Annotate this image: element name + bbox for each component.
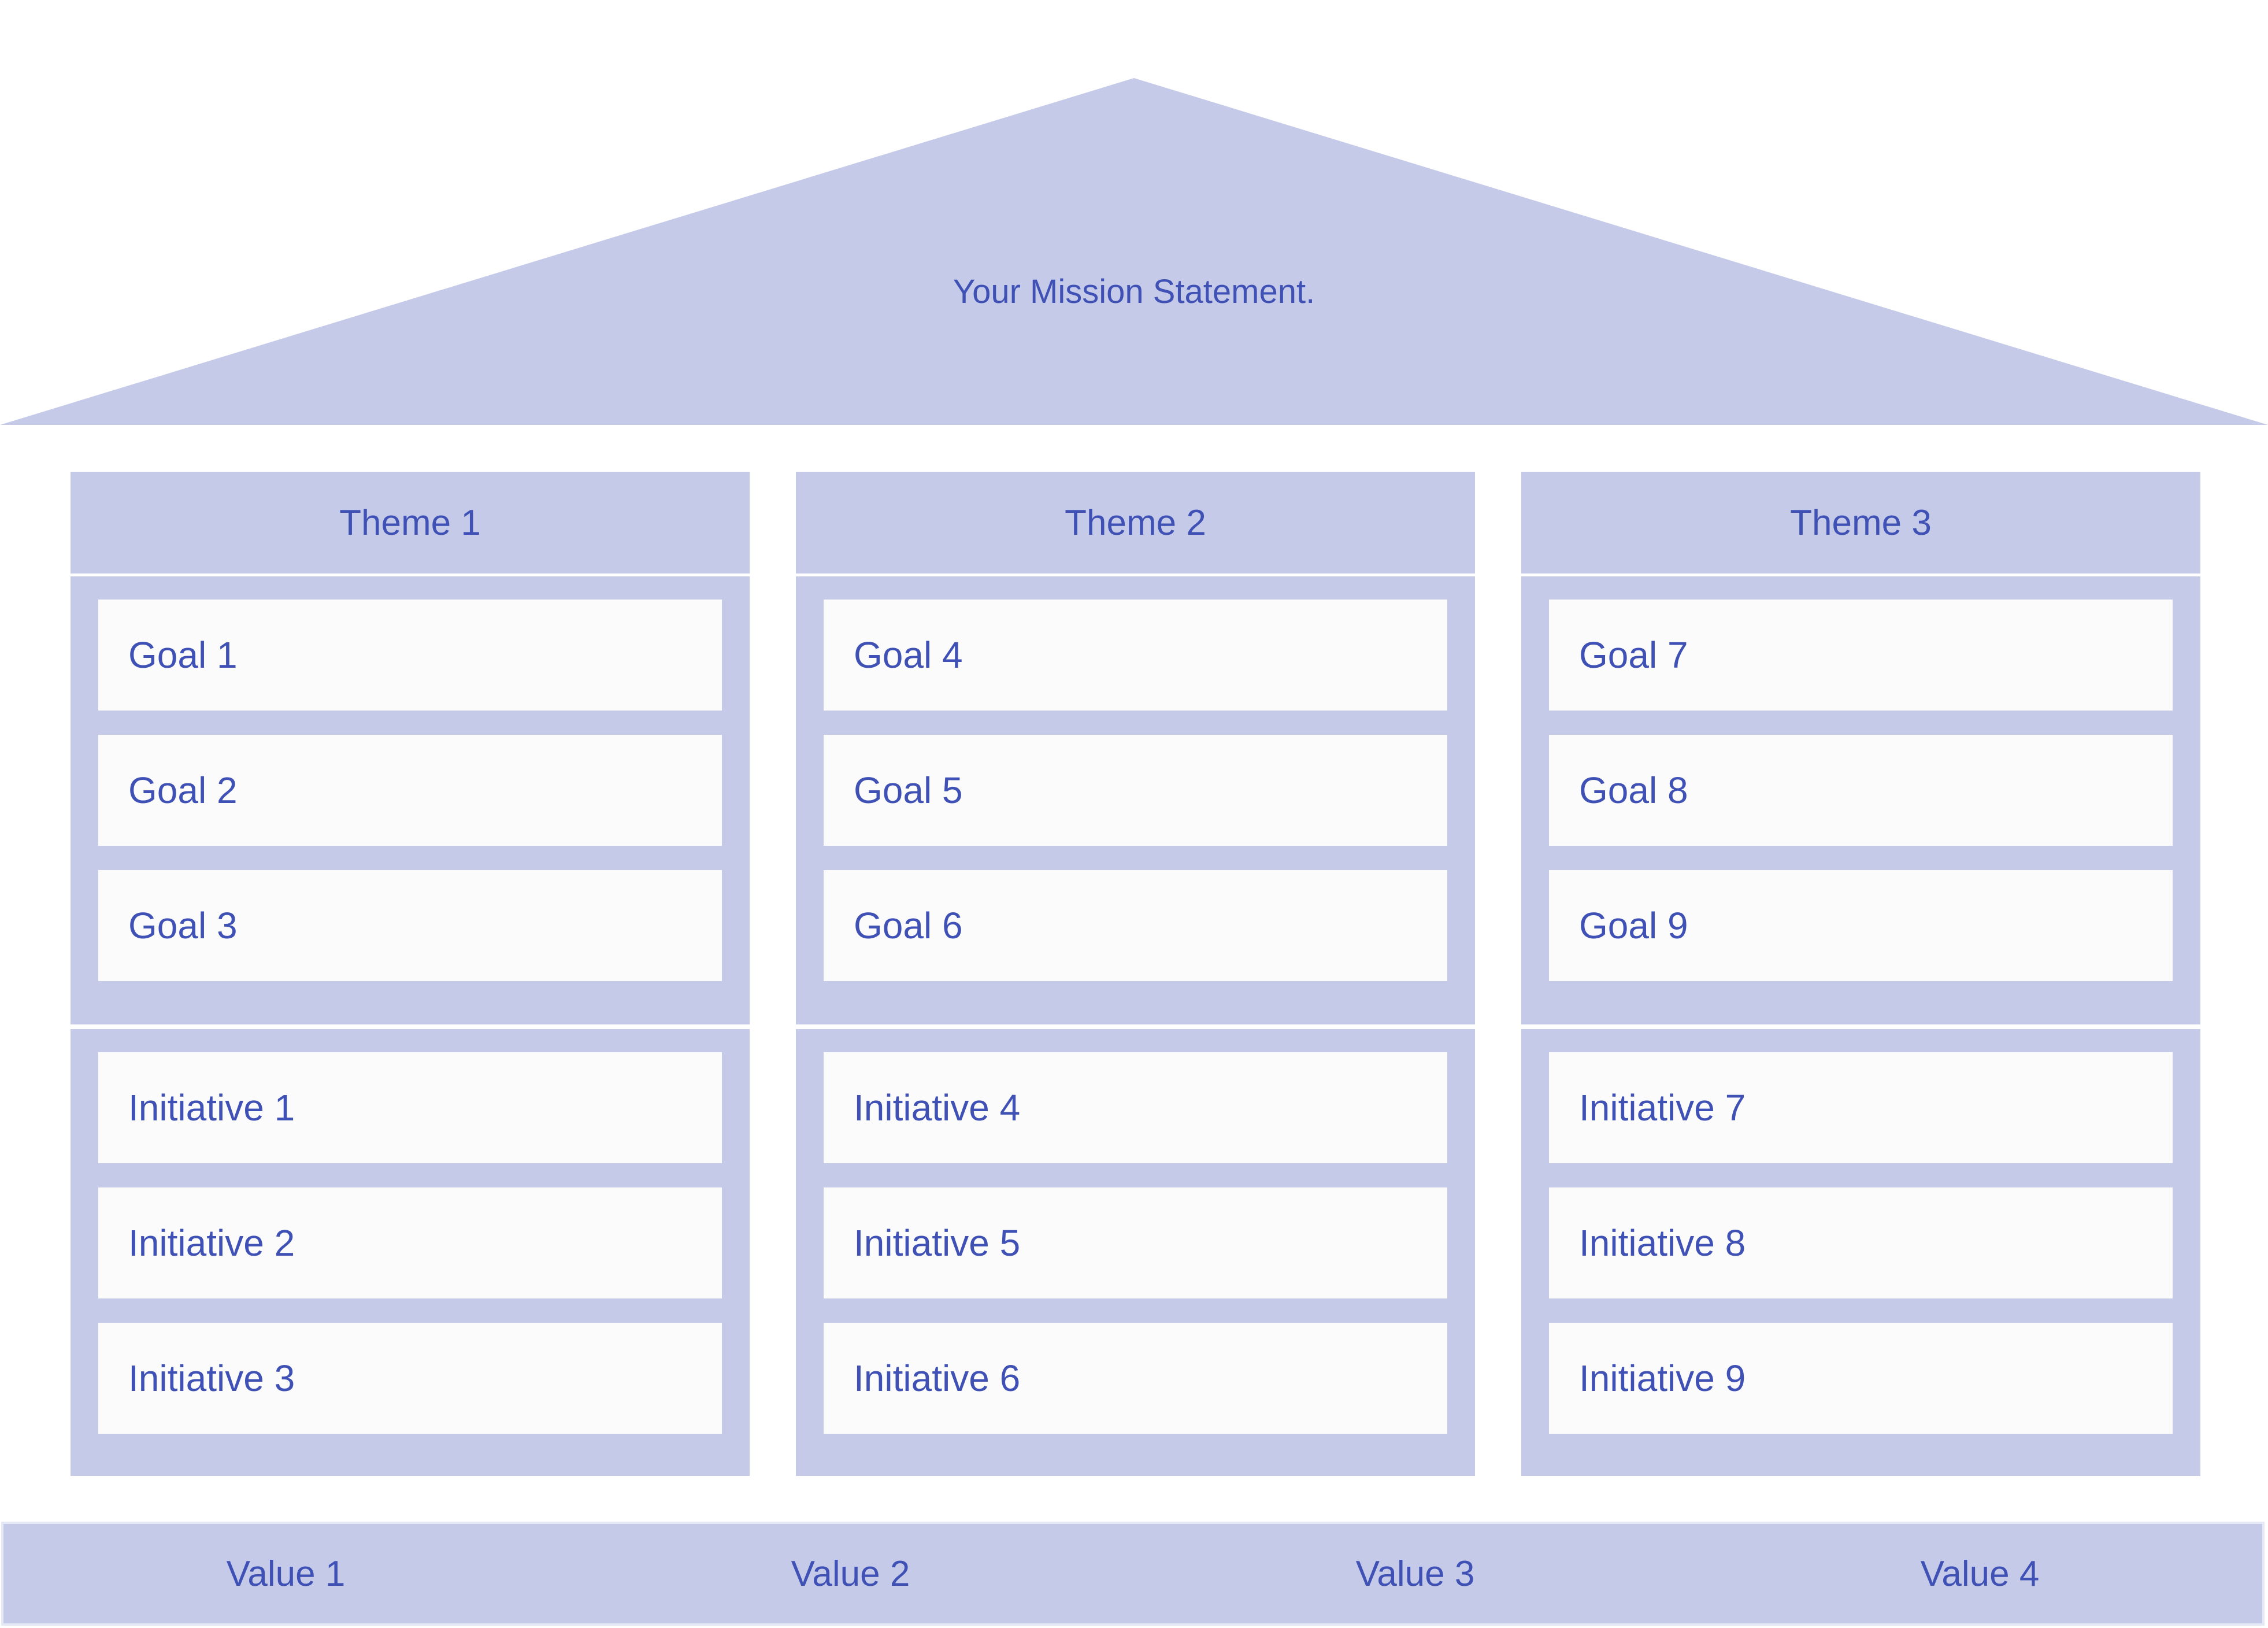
initiative-card[interactable]: Initiative 3 (98, 1323, 722, 1434)
value-label: Value 3 (1355, 1553, 1475, 1594)
goal-card[interactable]: Goal 8 (1549, 735, 2173, 846)
theme-column-2: Theme 2 Goal 4 Goal 5 Goal 6 Initiative … (796, 472, 1475, 1476)
theme-header[interactable]: Theme 1 (71, 472, 750, 574)
goal-label: Goal 8 (1579, 769, 1688, 811)
theme-label: Theme 2 (1065, 502, 1206, 543)
initiative-label: Initiative 5 (854, 1222, 1021, 1264)
mission-roof-shape[interactable] (0, 78, 2268, 425)
initiative-card[interactable]: Initiative 8 (1549, 1187, 2173, 1298)
theme-label: Theme 3 (1790, 502, 1932, 543)
initiative-card[interactable]: Initiative 4 (824, 1052, 1447, 1163)
initiative-label: Initiative 8 (1579, 1222, 1746, 1264)
goal-label: Goal 4 (854, 634, 963, 676)
goal-label: Goal 7 (1579, 634, 1688, 676)
goal-card[interactable]: Goal 5 (824, 735, 1447, 846)
goals-panel: Goal 7 Goal 8 Goal 9 (1521, 576, 2200, 1024)
goal-label: Goal 6 (854, 905, 963, 946)
theme-column-3: Theme 3 Goal 7 Goal 8 Goal 9 Initiative … (1521, 472, 2200, 1476)
theme-header[interactable]: Theme 3 (1521, 472, 2200, 574)
initiative-card[interactable]: Initiative 2 (98, 1187, 722, 1298)
initiatives-panel: Initiative 7 Initiative 8 Initiative 9 (1521, 1029, 2200, 1476)
theme-header[interactable]: Theme 2 (796, 472, 1475, 574)
mission-statement-text: Your Mission Statement. (953, 273, 1315, 310)
initiative-card[interactable]: Initiative 9 (1549, 1323, 2173, 1434)
goals-panel: Goal 4 Goal 5 Goal 6 (796, 576, 1475, 1024)
goal-card[interactable]: Goal 6 (824, 870, 1447, 981)
initiative-label: Initiative 4 (854, 1087, 1021, 1128)
goal-label: Goal 2 (128, 769, 238, 811)
initiative-card[interactable]: Initiative 7 (1549, 1052, 2173, 1163)
initiative-card[interactable]: Initiative 1 (98, 1052, 722, 1163)
value-cell[interactable]: Value 1 (3, 1524, 568, 1623)
value-label: Value 2 (791, 1553, 910, 1594)
initiative-label: Initiative 6 (854, 1357, 1021, 1399)
initiative-label: Initiative 7 (1579, 1087, 1746, 1128)
initiative-label: Initiative 9 (1579, 1357, 1746, 1399)
value-cell[interactable]: Value 2 (568, 1524, 1133, 1623)
goal-card[interactable]: Goal 7 (1549, 600, 2173, 711)
value-cell[interactable]: Value 4 (1698, 1524, 2262, 1623)
initiatives-panel: Initiative 1 Initiative 2 Initiative 3 (71, 1029, 750, 1476)
initiative-card[interactable]: Initiative 5 (824, 1187, 1447, 1298)
initiative-label: Initiative 2 (128, 1222, 295, 1264)
initiatives-panel: Initiative 4 Initiative 5 Initiative 6 (796, 1029, 1475, 1476)
goal-card[interactable]: Goal 1 (98, 600, 722, 711)
theme-label: Theme 1 (339, 502, 481, 543)
goal-card[interactable]: Goal 3 (98, 870, 722, 981)
values-bar: Value 1 Value 2 Value 3 Value 4 (1, 1522, 2265, 1626)
goal-card[interactable]: Goal 9 (1549, 870, 2173, 981)
initiative-label: Initiative 3 (128, 1357, 295, 1399)
goal-label: Goal 3 (128, 905, 238, 946)
value-label: Value 4 (1920, 1553, 2040, 1594)
goal-card[interactable]: Goal 4 (824, 600, 1447, 711)
goal-label: Goal 1 (128, 634, 238, 676)
goal-card[interactable]: Goal 2 (98, 735, 722, 846)
goals-panel: Goal 1 Goal 2 Goal 3 (71, 576, 750, 1024)
value-label: Value 1 (226, 1553, 346, 1594)
initiative-label: Initiative 1 (128, 1087, 295, 1128)
goal-label: Goal 9 (1579, 905, 1688, 946)
initiative-card[interactable]: Initiative 6 (824, 1323, 1447, 1434)
theme-column-1: Theme 1 Goal 1 Goal 2 Goal 3 Initiative … (71, 472, 750, 1476)
value-cell[interactable]: Value 3 (1133, 1524, 1698, 1623)
goal-label: Goal 5 (854, 769, 963, 811)
